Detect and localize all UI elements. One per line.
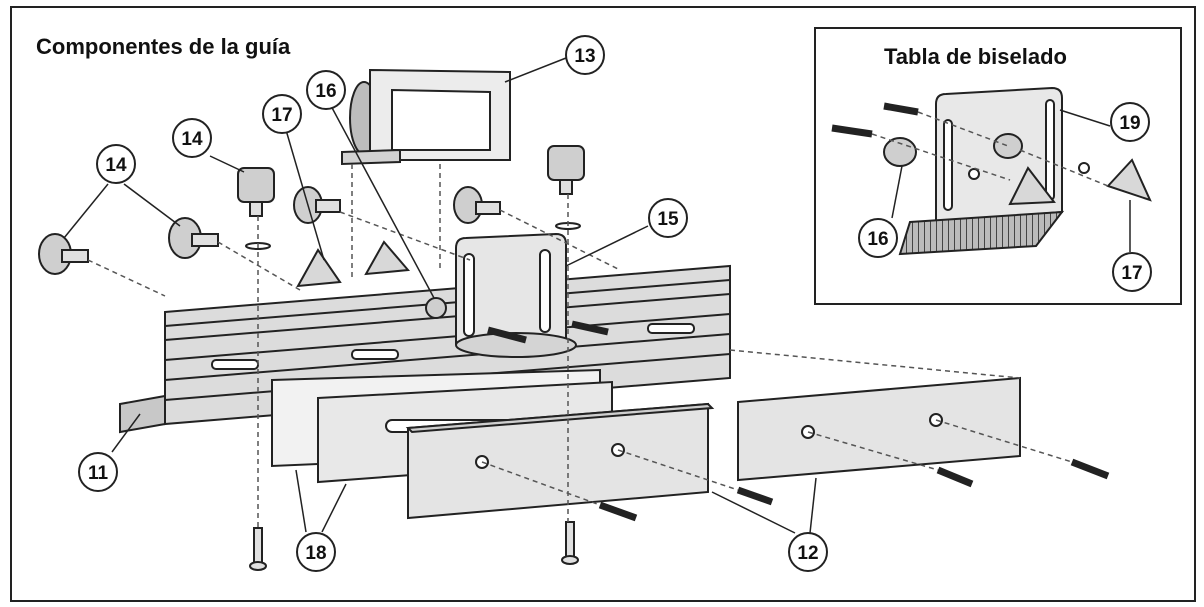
fence-face-right [737, 376, 1021, 482]
assembly-lines [87, 164, 1073, 528]
fence-face-front [405, 402, 715, 520]
callout-circle [788, 532, 828, 572]
dust-port-13 [341, 68, 511, 166]
triangle-knobs [296, 240, 411, 288]
callout-leaders [63, 57, 1131, 534]
callout-label: 17 [1121, 263, 1142, 284]
callout-circle [565, 35, 605, 75]
callout-circle [1112, 252, 1152, 292]
callout-circle [858, 218, 898, 258]
callout-circle [296, 532, 336, 572]
bevel-table [831, 86, 1152, 256]
diagram-title: Componentes de la guía [36, 34, 291, 59]
callout-label: 14 [181, 129, 203, 150]
callout-circle [78, 452, 118, 492]
callout-circle [306, 70, 346, 110]
callout-circle [262, 94, 302, 134]
callout-label: 13 [574, 46, 595, 67]
inset-assembly-lines [871, 111, 1109, 187]
small-knob-16 [425, 297, 447, 319]
callout-label: 12 [797, 543, 818, 564]
inset-title: Tabla de biselado [884, 44, 1067, 69]
callout-label: 19 [1119, 113, 1140, 134]
callout-label: 18 [305, 543, 326, 564]
callout-circle [172, 118, 212, 158]
callouts: 11 12 13 14 14 15 16 17 18 19 16 17 [78, 35, 1152, 572]
callout-circle [96, 144, 136, 184]
callout-label: 16 [867, 229, 888, 250]
callout-label: 16 [315, 81, 336, 102]
callout-label: 11 [88, 463, 109, 484]
callout-label: 17 [271, 105, 292, 126]
callout-label: 15 [657, 209, 679, 230]
knob-group [38, 145, 585, 275]
callout-circle [648, 198, 688, 238]
callout-circle [1110, 102, 1150, 142]
callout-label: 14 [105, 155, 127, 176]
screws [245, 222, 1110, 571]
bracket-15 [455, 232, 577, 358]
